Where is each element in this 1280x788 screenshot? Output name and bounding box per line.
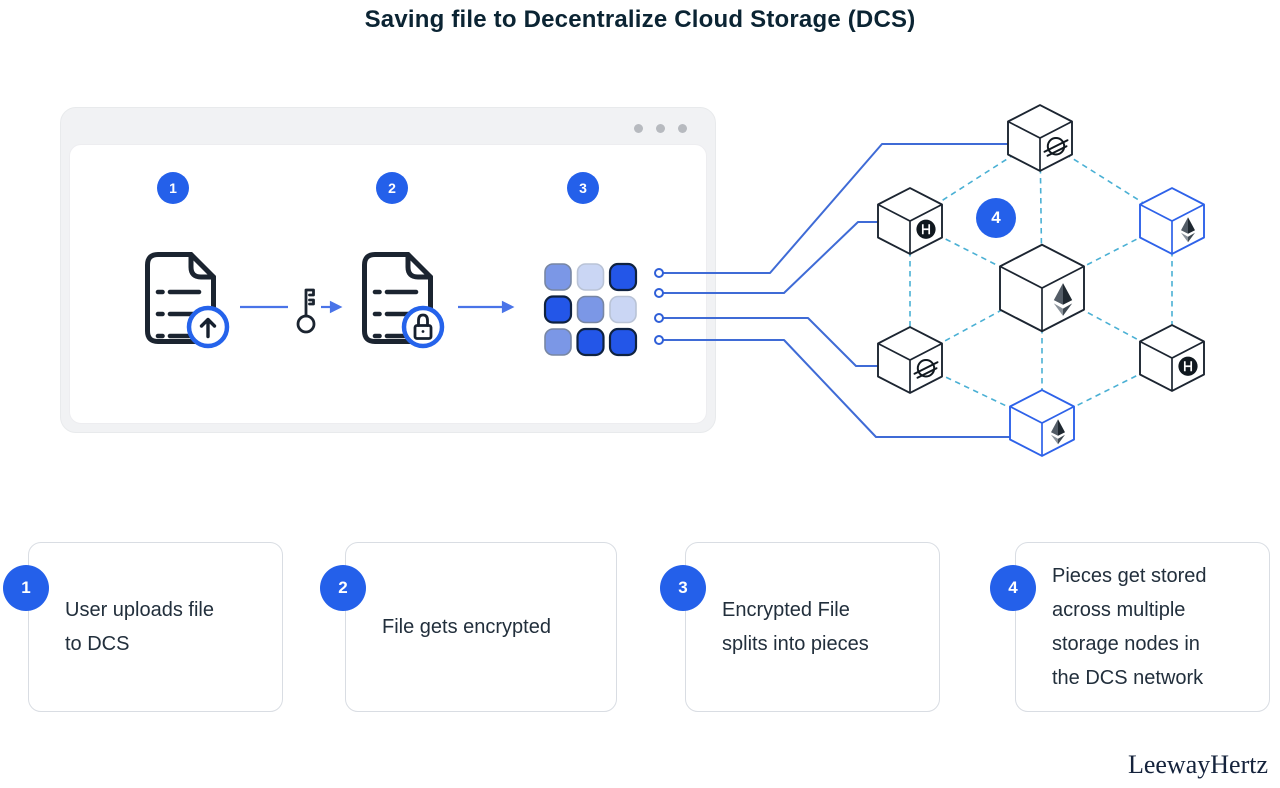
card-step-2: 2 File gets encrypted <box>320 542 617 712</box>
cube-edges <box>1139 340 1205 391</box>
cube-outline <box>999 243 1085 333</box>
window-dot <box>656 124 665 133</box>
storage-node-stellar-lower-left <box>877 326 943 394</box>
cube-outline <box>1009 389 1075 457</box>
network-edge <box>909 359 1043 424</box>
cube-edges <box>1009 405 1075 456</box>
window-dot <box>678 124 687 133</box>
network-edge <box>909 137 1041 222</box>
network-edge <box>1039 137 1043 289</box>
cube-edges <box>999 265 1085 332</box>
storage-node-hedera-lower-right <box>1139 324 1205 392</box>
cube-outline <box>1139 187 1205 255</box>
browser-window <box>60 107 716 433</box>
card-1-badge: 1 <box>3 565 49 611</box>
card-2-text: File gets encrypted <box>382 616 551 638</box>
stellar-icon <box>913 359 939 379</box>
page-title: Saving file to Decentralize Cloud Storag… <box>364 6 916 33</box>
card-step-3: 3 Encrypted File splits into pieces <box>660 542 940 712</box>
storage-node-hedera-upper-left <box>877 187 943 255</box>
network-edge <box>909 287 1043 361</box>
storage-node-ethereum-bottom <box>1009 389 1075 457</box>
cube-outline <box>1139 324 1205 392</box>
cube-outline <box>1007 104 1073 172</box>
card-3-badge: 3 <box>660 565 706 611</box>
network-edge <box>1039 137 1173 222</box>
window-controls <box>634 124 687 133</box>
ethereum-icon <box>1051 419 1065 445</box>
cube-edges <box>1007 120 1073 171</box>
hedera-icon <box>916 219 936 239</box>
cube-edges <box>1139 203 1205 254</box>
network-edge <box>1041 220 1173 289</box>
hedera-icon <box>1178 356 1198 376</box>
step-3-badge: 3 <box>567 172 599 204</box>
step-2-badge: 2 <box>376 172 408 204</box>
network-edge <box>1041 357 1173 424</box>
card-1-text: User uploads file to DCS <box>65 599 214 655</box>
storage-node-stellar-top <box>1007 104 1073 172</box>
network-edge <box>1041 287 1173 359</box>
brand-logo: LeewayHertz <box>1127 750 1268 779</box>
network-edge <box>909 220 1043 289</box>
cube-outline <box>877 187 943 255</box>
step-1-badge: 1 <box>157 172 189 204</box>
cube-edges <box>877 342 943 393</box>
stellar-icon <box>1043 137 1069 157</box>
card-step-4: 4 Pieces get stored across multiple stor… <box>990 542 1270 712</box>
ethereum-icon <box>1053 283 1073 316</box>
card-4-text: Pieces get stored across multiple storag… <box>1052 565 1207 689</box>
cube-outline <box>877 326 943 394</box>
card-3-text: Encrypted File splits into pieces <box>722 599 869 655</box>
storage-network <box>654 104 1205 457</box>
storage-node-ethereum-center <box>999 243 1085 333</box>
storage-node-ethereum-upper-right <box>1139 187 1205 255</box>
card-2-badge: 2 <box>320 565 366 611</box>
cube-edges <box>877 203 943 254</box>
ethereum-icon <box>1181 217 1195 243</box>
card-step-1: 1 User uploads file to DCS <box>3 542 283 712</box>
step-4-badge: 4 <box>976 198 1016 238</box>
card-4-badge: 4 <box>990 565 1036 611</box>
window-dot <box>634 124 643 133</box>
